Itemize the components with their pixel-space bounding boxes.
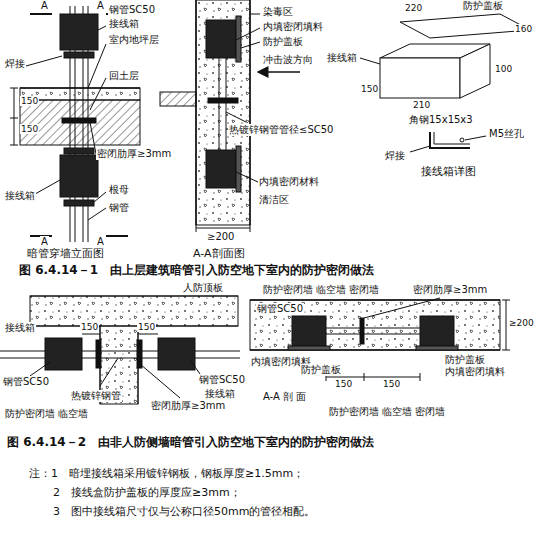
label: 钢管SC50 (256, 303, 304, 315)
label: 防护盖板 (300, 364, 342, 376)
label: 密闭肋厚≥3mm (150, 400, 226, 412)
label: 角钢15x15x3 (408, 114, 474, 126)
label: M5丝孔 (488, 128, 525, 140)
label: 内填密闭填料 (262, 21, 324, 33)
label: A (40, 236, 49, 248)
label: 内填密闭材料 (258, 176, 320, 188)
label: 防护密闭墙 临空墙 (4, 408, 89, 420)
label: ≥200 (206, 231, 235, 243)
label: 防护盖板 (262, 36, 304, 48)
label: 清洁区 (258, 194, 290, 206)
label: 160 (514, 24, 533, 34)
label: 注：1 暗埋接线箱采用镀锌钢板，钢板厚度≥1.5mm； (28, 468, 305, 481)
label: A (96, 0, 105, 12)
label: 防护密闭墙 临空墙 密闭墙 (328, 406, 446, 418)
label: 接线箱详图 (420, 166, 477, 179)
label: 防护密闭墙 临空墙 密闭墙 (262, 284, 380, 296)
figure-caption: 图 6.4.14－1 由上层建筑暗管引入防空地下室内的防护密闭做法 (18, 264, 375, 278)
label: 钢管SC50 (2, 376, 50, 388)
label: 内填密闭填料 (444, 366, 506, 378)
label: 150 (334, 379, 353, 389)
label: 150 (80, 322, 99, 332)
label: 焊接 (4, 58, 26, 70)
label: 人防顶板 (182, 282, 224, 294)
label: 热镀锌钢管 (70, 390, 122, 402)
label: 防护盖板 (444, 354, 486, 366)
label: 接线箱 (4, 190, 36, 202)
label: ≥200 (508, 318, 535, 328)
label: 染毒区 (262, 6, 294, 18)
label: 钢管SC50 (108, 4, 156, 16)
label: 室内地坪层 (108, 34, 160, 46)
label: 回土层 (108, 70, 140, 82)
label: 钢管 (108, 202, 130, 214)
label: 2 接线盒防护盖板的厚度应≥3mm； (52, 487, 242, 500)
label: A (96, 236, 105, 248)
label: 根母 (108, 184, 130, 196)
label: 接线箱 (4, 322, 36, 334)
label: 150 (20, 96, 39, 106)
label: 冲击波方向 (262, 54, 314, 66)
label: A-A 剖 面 (262, 391, 307, 403)
label: 150 (137, 322, 156, 332)
label: 防护盖板 (462, 0, 504, 12)
label: A (40, 0, 49, 12)
label: 焊接 (384, 150, 406, 162)
label: 接线箱 (108, 18, 140, 30)
label: 3 图中接线箱尺寸仅与公称口径50mm的管径相配。 (52, 506, 316, 519)
figure-caption: 图 6.4.14－2 由非人防侧墙暗管引入防空地下室内的防护密闭做法 (6, 436, 375, 450)
label: 150 (360, 84, 379, 94)
label: 密闭肋厚≥3mm (412, 284, 488, 296)
label: 暗管穿墙立面图 (26, 248, 105, 261)
label: 150 (20, 124, 39, 134)
label: 150 (382, 379, 401, 389)
label: 接线箱 (326, 52, 358, 64)
label: 钢管SC50 (198, 374, 246, 386)
label: A-A剖面图 (192, 248, 246, 261)
label: 热镀锌钢管管径≤SC50 (228, 124, 334, 136)
label: 密闭肋厚≥3mm (96, 148, 172, 160)
label: 220 (404, 3, 423, 13)
label: 接线箱 (204, 388, 236, 400)
label: 210 (412, 100, 431, 110)
label: 100 (494, 64, 513, 74)
